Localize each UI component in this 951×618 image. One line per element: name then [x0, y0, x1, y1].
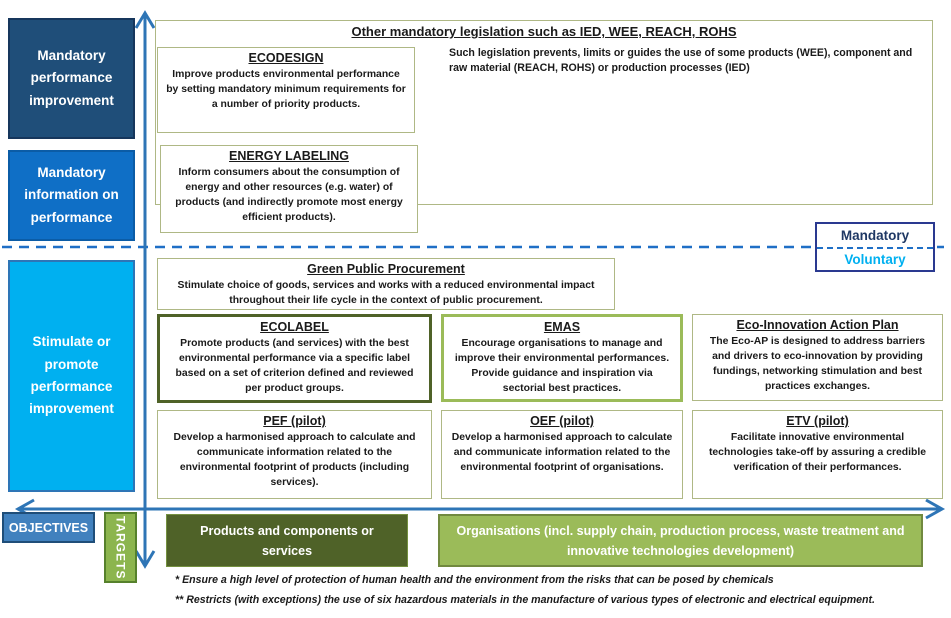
gpp-description: Stimulate choice of goods, services and …	[177, 280, 595, 307]
ecoap-title: Eco-Innovation Action Plan	[736, 318, 899, 332]
mandatory-voluntary-legend: Mandatory Voluntary	[815, 222, 935, 272]
oef-title: OEF (pilot)	[530, 414, 594, 428]
emas-box: EMAS Encourage organisations to manage a…	[441, 314, 683, 402]
etv-pilot-box: ETV (pilot) Facilitate innovative enviro…	[692, 410, 943, 499]
other-legislation-title: Other mandatory legislation such as IED,…	[351, 24, 737, 39]
objectives-text: OBJECTIVES	[8, 520, 89, 535]
green-public-procurement-box: Green Public Procurement Stimulate choic…	[157, 258, 615, 310]
oef-description: Develop a harmonised approach to calcula…	[451, 432, 673, 474]
etv-title: ETV (pilot)	[786, 414, 849, 428]
organisations-target-box: Organisations (incl. supply chain, produ…	[438, 514, 923, 567]
pef-title: PEF (pilot)	[263, 414, 326, 428]
pef-pilot-box: PEF (pilot) Develop a harmonised approac…	[157, 410, 432, 499]
mandatory-legend-label: Mandatory	[840, 228, 910, 243]
targets-axis-label: TARGETS	[104, 512, 137, 583]
objective-mandatory-information-box: Mandatory information on performance	[8, 150, 135, 241]
oef-pilot-box: OEF (pilot) Develop a harmonised approac…	[441, 410, 683, 499]
objective-label: Mandatory performance improvement	[29, 48, 114, 108]
energy-labeling-description: Inform consumers about the consumption o…	[175, 167, 403, 224]
objective-mandatory-performance-box: Mandatory performance improvement	[8, 18, 135, 139]
ecolabel-description: Promote products (and services) with the…	[175, 338, 414, 395]
footnote-chemicals: * Ensure a high level of protection of h…	[175, 574, 774, 586]
gpp-title: Green Public Procurement	[307, 262, 465, 276]
ecolabel-box: ECOLABEL Promote products (and services)…	[157, 314, 432, 403]
ecodesign-title: ECODESIGN	[248, 51, 324, 65]
ecodesign-box: ECODESIGN Improve products environmental…	[157, 47, 415, 133]
voluntary-legend-label: Voluntary	[817, 247, 933, 270]
vertical-axis-down-arrow	[134, 550, 156, 569]
energy-labeling-box: ENERGY LABELING Inform consumers about t…	[160, 145, 418, 233]
horizontal-axis-right-arrow	[925, 498, 946, 520]
objectives-axis-label: OBJECTIVES	[2, 512, 95, 543]
vertical-axis-up-arrow	[134, 10, 156, 29]
eco-innovation-action-plan-box: Eco-Innovation Action Plan The Eco-AP is…	[692, 314, 943, 401]
objective-label: Stimulate or promote performance improve…	[29, 334, 114, 417]
products-target-box: Products and components or services	[166, 514, 408, 567]
ecolabel-title: ECOLABEL	[260, 320, 329, 334]
pef-description: Develop a harmonised approach to calcula…	[173, 432, 416, 489]
products-target-label: Products and components or services	[200, 523, 374, 558]
footnote-hazardous-materials: ** Restricts (with exceptions) the use o…	[175, 594, 875, 606]
etv-description: Facilitate innovative environmental tech…	[708, 432, 927, 474]
ecoap-description: The Eco-AP is designed to address barrie…	[709, 336, 926, 393]
targets-text: TARGETS	[113, 515, 128, 580]
emas-description: Encourage organisations to manage and im…	[454, 338, 670, 395]
organisations-target-label: Organisations (incl. supply chain, produ…	[456, 523, 905, 558]
other-mandatory-legislation-box: Other mandatory legislation such as IED,…	[155, 20, 933, 205]
objective-stimulate-promote-box: Stimulate or promote performance improve…	[8, 260, 135, 492]
energy-labeling-title: ENERGY LABELING	[229, 149, 349, 163]
objective-label: Mandatory information on performance	[24, 165, 119, 225]
emas-title: EMAS	[543, 320, 581, 334]
ecodesign-description: Improve products environmental performan…	[166, 69, 406, 111]
other-legislation-description: Such legislation prevents, limits or gui…	[449, 47, 913, 75]
